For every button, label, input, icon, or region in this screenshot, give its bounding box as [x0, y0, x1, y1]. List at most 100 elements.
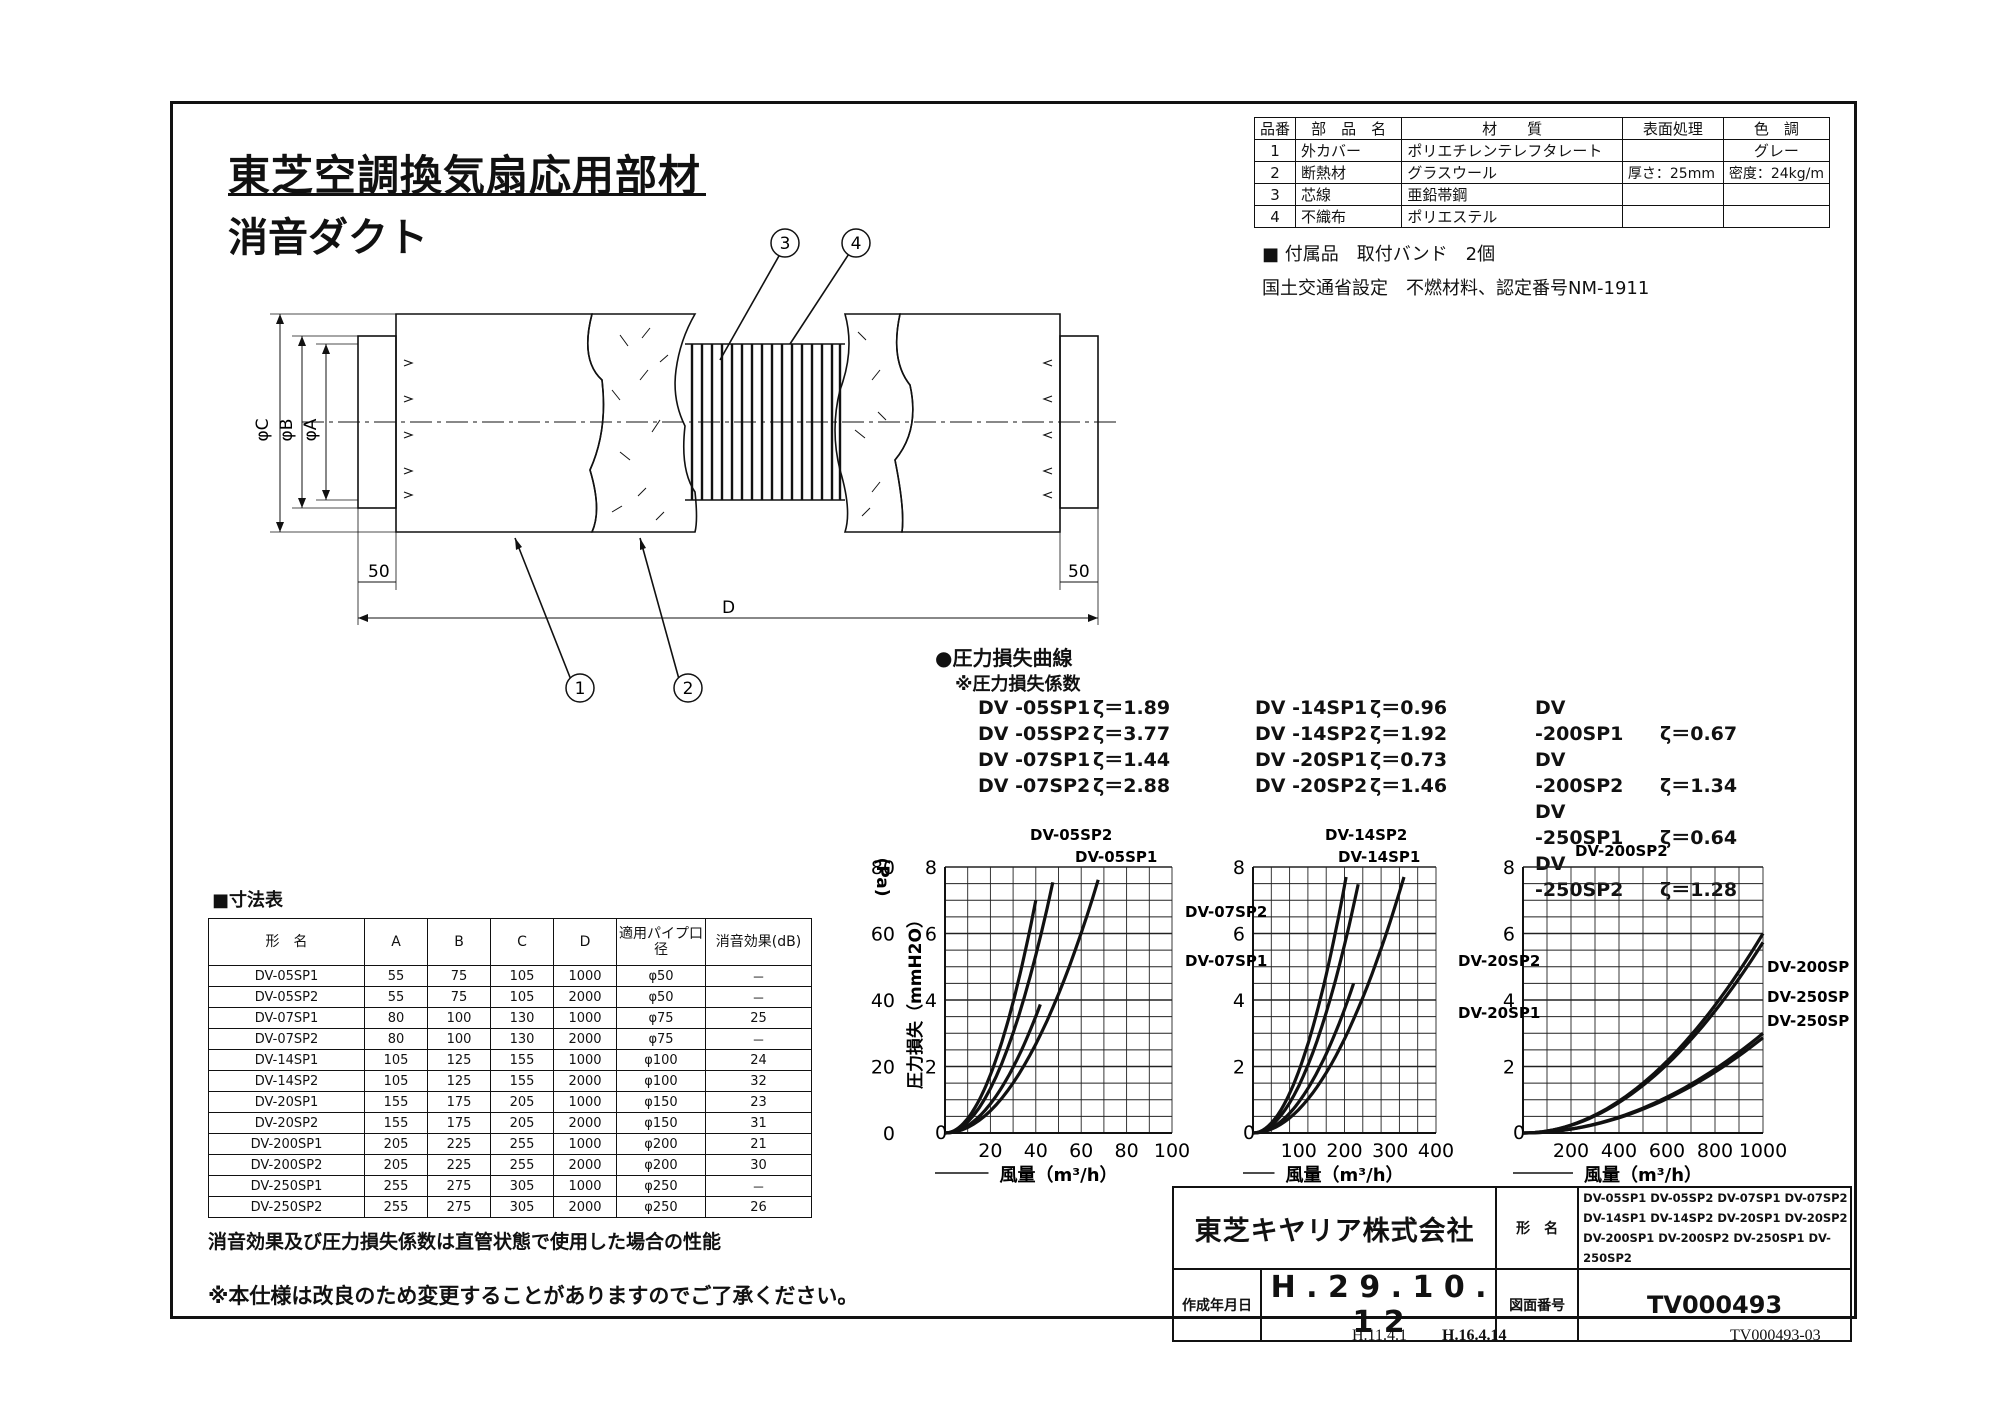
table-cell: 275 — [427, 1175, 491, 1197]
table-cell: 2000 — [553, 1070, 617, 1092]
table-cell: DV-200SP1 — [208, 1133, 365, 1155]
cell: 2 — [1253, 161, 1297, 184]
table-cell: φ150 — [616, 1112, 706, 1134]
parts-row: 4 不織布 ポリエステル — [1253, 205, 1831, 228]
coef-value: ζ＝1.46 — [1370, 775, 1448, 797]
table-cell: 26 — [705, 1196, 812, 1218]
table-cell: 130 — [490, 1007, 554, 1029]
table-cell: φ150 — [616, 1091, 706, 1113]
parts-header: 表面処理 — [1621, 117, 1724, 140]
coef-heading: ※圧力損失係数 — [955, 674, 1081, 695]
table-cell: φ100 — [616, 1049, 706, 1071]
table-cell: 2000 — [553, 1154, 617, 1176]
y2-tick-label: 0 — [883, 1123, 895, 1145]
table-cell: DV-250SP2 — [208, 1196, 365, 1218]
series-label: DV-05SP1 — [1075, 848, 1157, 866]
dim-right-label: 50 — [1068, 562, 1090, 582]
dimension-heading: ■寸法表 — [212, 890, 284, 911]
cell: 芯線 — [1295, 183, 1403, 206]
dim-b-label: φB — [277, 419, 297, 442]
duct-drawing: φC φB φA 50 50 D 1 2 3 4 — [253, 228, 1120, 703]
y-tick-label: 6 — [1503, 924, 1515, 946]
table-cell: 305 — [490, 1175, 554, 1197]
cell: 1 — [1253, 139, 1297, 162]
series-label: DV-14SP1 — [1338, 848, 1420, 866]
table-cell: 255 — [490, 1133, 554, 1155]
x-tick-label: 200 — [1326, 1140, 1362, 1162]
table-cell: DV-05SP1 — [208, 965, 365, 987]
y2-tick-label: 80 — [871, 857, 895, 879]
table-cell: 1000 — [553, 965, 617, 987]
parts-row: 3 芯線 亜鉛帯鋼 — [1253, 183, 1831, 206]
coef-model: DV -05SP1 — [978, 697, 1091, 719]
coef-value: ζ＝0.73 — [1370, 749, 1448, 771]
series-line — [944, 881, 1055, 1135]
table-cell: 155 — [364, 1091, 428, 1113]
cell — [1621, 139, 1724, 162]
callout-2: 2 — [683, 679, 694, 699]
cell: 厚さ：25mm — [1621, 161, 1724, 184]
y-tick-label: 6 — [1233, 924, 1245, 946]
table-cell: 80 — [364, 1028, 428, 1050]
table-cell: 125 — [427, 1049, 491, 1071]
drawing-no-label: 図面番号 — [1495, 1268, 1580, 1342]
x-tick-label: 60 — [1069, 1140, 1093, 1162]
y-tick-label: 4 — [925, 990, 937, 1012]
cell: ポリエステル — [1401, 205, 1623, 228]
y-tick-label: 8 — [1233, 857, 1245, 879]
y-tick-label: 2 — [925, 1057, 937, 1079]
x-tick-label: 100 — [1154, 1140, 1190, 1162]
table-cell: DV-14SP1 — [208, 1049, 365, 1071]
title-underline — [228, 193, 706, 196]
y-tick-label: 6 — [925, 924, 937, 946]
series-line — [1522, 941, 1765, 1135]
callout-3: 3 — [780, 234, 791, 254]
x-axis-label: 風量（m³/h） — [1285, 1164, 1403, 1186]
series-label: DV-200SP1 — [1767, 958, 1850, 976]
cell — [1621, 205, 1724, 228]
dim-a-label: φA — [301, 418, 321, 441]
y-tick-label: 4 — [1503, 990, 1515, 1012]
table-cell: 2000 — [553, 1196, 617, 1218]
table-cell: DV-14SP2 — [208, 1070, 365, 1092]
coef-value: ζ＝0.67 — [1660, 723, 1738, 745]
table-cell: φ100 — [616, 1070, 706, 1092]
x-tick-label: 200 — [1553, 1140, 1589, 1162]
table-cell: 2000 — [553, 1028, 617, 1050]
table-cell: 75 — [427, 986, 491, 1008]
parts-header: 材 質 — [1401, 117, 1623, 140]
x-tick-label: 400 — [1601, 1140, 1637, 1162]
coef-model: DV -05SP2 — [978, 723, 1091, 745]
drawing-number: TV000493 — [1577, 1268, 1852, 1342]
creation-date: H . 2 9 . 1 0 . 1 2 — [1259, 1268, 1498, 1342]
dims-header: D — [553, 918, 617, 966]
cell: グレー — [1722, 139, 1831, 162]
table-cell: 175 — [427, 1091, 491, 1113]
company-name: 東芝キヤリア株式会社 — [1171, 1186, 1498, 1270]
table-cell: 25 — [705, 1007, 812, 1029]
table-cell: 130 — [490, 1028, 554, 1050]
table-cell: 105 — [364, 1070, 428, 1092]
coef-value: ζ＝1.89 — [1093, 697, 1171, 719]
cell: 密度：24kg/m — [1722, 161, 1831, 184]
coef-value: ζ＝3.77 — [1093, 723, 1171, 745]
dim-left-label: 50 — [368, 562, 390, 582]
table-cell: 100 — [427, 1007, 491, 1029]
table-cell: DV-200SP2 — [208, 1154, 365, 1176]
table-cell: 55 — [364, 965, 428, 987]
series-label: DV-20SP1 — [1458, 1004, 1540, 1022]
revision-2: H.16.4.14 — [1442, 1327, 1507, 1344]
series-label: DV-07SP2 — [1185, 903, 1267, 921]
coef-model: DV -250SP2 — [1535, 853, 1624, 901]
cell: 4 — [1253, 205, 1297, 228]
table-cell: 2000 — [553, 1112, 617, 1134]
series-label: DV-250SP2 — [1767, 988, 1850, 1006]
table-cell: 1000 — [553, 1133, 617, 1155]
cell — [1722, 183, 1831, 206]
